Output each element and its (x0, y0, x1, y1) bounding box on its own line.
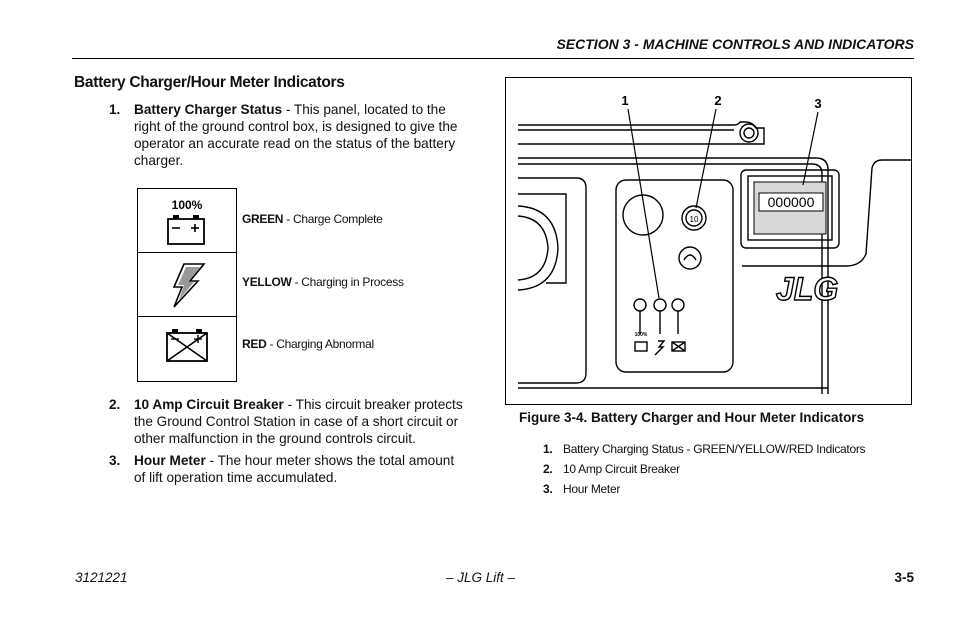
item-text: operator an accurate read on the status … (134, 136, 456, 151)
indicator-icon-cell (138, 253, 236, 317)
indicator-table: 100% (137, 188, 237, 382)
item-text: - This panel, located to the (282, 102, 446, 117)
item-text: - This circuit breaker protects (283, 397, 463, 412)
battery-crossed-icon (166, 329, 208, 362)
header-divider (72, 58, 914, 59)
indicator-label-red: RED - Charging Abnormal (242, 337, 374, 351)
section-heading: Battery Charger/Hour Meter Indicators (74, 74, 345, 91)
callout-1: 1 (621, 93, 628, 108)
item-text: - The hour meter shows the total amount (205, 453, 455, 468)
indicator-label-yellow: YELLOW - Charging in Process (242, 275, 404, 289)
item-text: right of the ground control box, is desi… (134, 119, 458, 134)
figure-illustration: 000000 10 100% JLG 1 2 3 (505, 77, 912, 405)
jlg-logo: JLG (776, 271, 838, 307)
list-item: 1. Battery Charger Status - This panel, … (109, 101, 489, 171)
document-number: 3121221 (75, 570, 128, 585)
item-title: Battery Charger Status (134, 102, 283, 117)
callout-2: 2 (714, 93, 721, 108)
item-title: 10 Amp Circuit Breaker (134, 397, 284, 412)
item-title: Hour Meter (134, 453, 206, 468)
item-text: charger. (134, 153, 184, 168)
item-number: 1. (109, 102, 121, 117)
lightning-bolt-icon (172, 263, 206, 308)
item-text: the Ground Control Station in case of a … (134, 414, 459, 429)
indicator-icon-cell (138, 317, 236, 380)
item-number: 3. (109, 453, 121, 468)
breaker-label: 10 (690, 215, 699, 224)
hour-meter-display: 000000 (768, 194, 815, 210)
section-title: SECTION 3 - MACHINE CONTROLS AND INDICAT… (556, 36, 914, 52)
indicator-icon-cell: 100% (138, 189, 236, 253)
svg-text:100%: 100% (172, 198, 203, 212)
item-text: other malfunction in the ground controls… (134, 431, 416, 446)
figure-caption: Figure 3-4. Battery Charger and Hour Met… (519, 410, 865, 425)
page-number: 3-5 (894, 570, 914, 585)
legend-item: 3.Hour Meter (543, 482, 621, 496)
battery-full-icon: 100% (167, 198, 205, 245)
list-item: 3. Hour Meter - The hour meter shows the… (109, 452, 489, 488)
control-panel-drawing: 000000 10 100% JLG 1 2 3 (517, 93, 911, 394)
indicator-label-green: GREEN - Charge Complete (242, 212, 383, 226)
legend-item: 1.Battery Charging Status - GREEN/YELLOW… (543, 442, 866, 456)
legend-item: 2.10 Amp Circuit Breaker (543, 462, 680, 476)
callout-3: 3 (814, 96, 821, 111)
footer-title: – JLG Lift – (446, 570, 516, 585)
list-item: 2. 10 Amp Circuit Breaker - This circuit… (109, 396, 489, 450)
item-number: 2. (109, 397, 121, 412)
led-icon-text: 100% (635, 332, 648, 338)
item-text: of lift operation time accumulated. (134, 470, 338, 485)
